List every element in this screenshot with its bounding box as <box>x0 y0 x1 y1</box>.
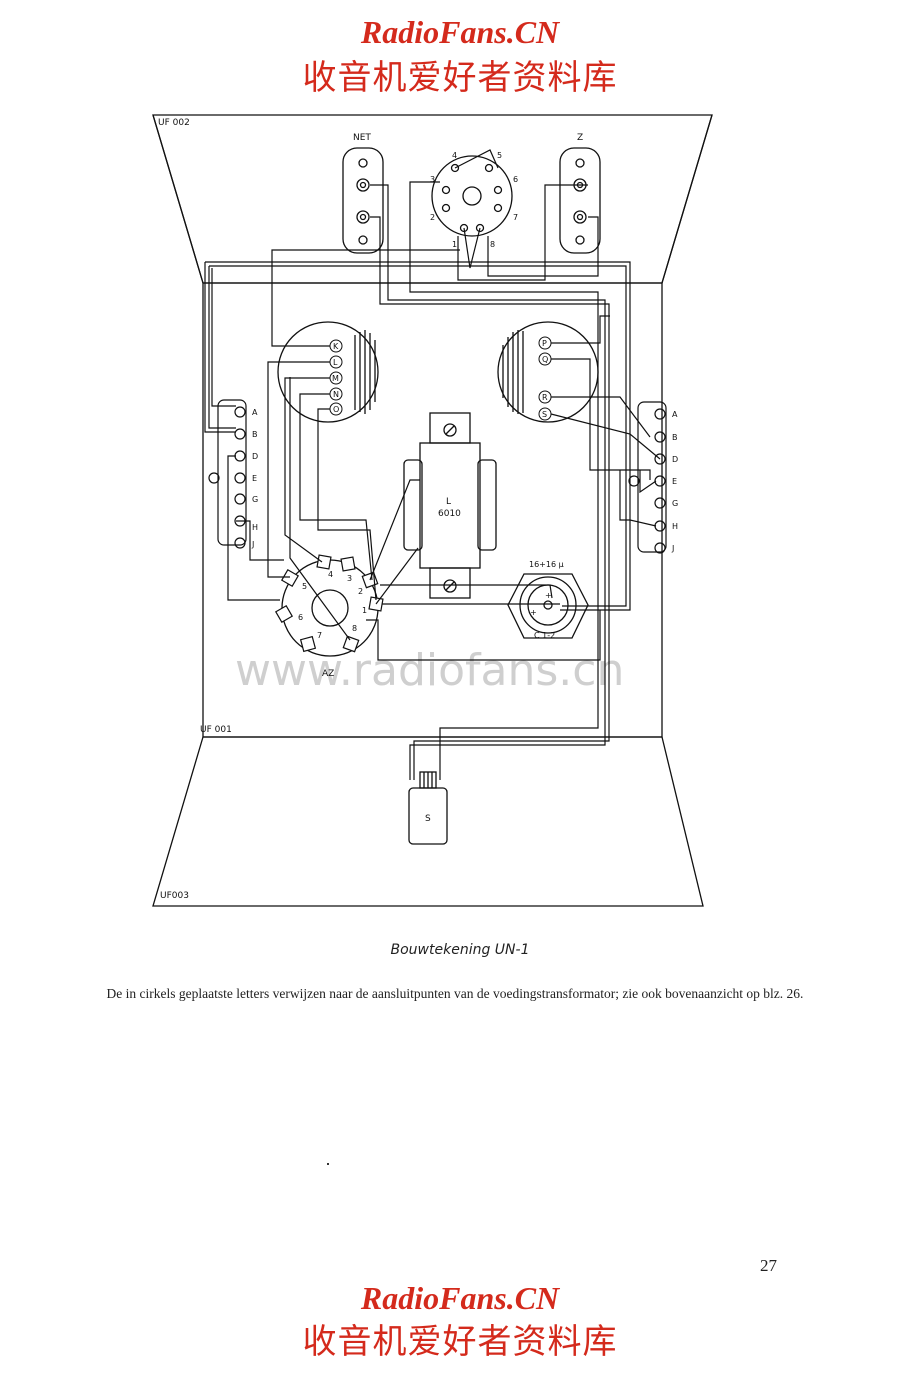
terminal-p: P <box>542 339 547 348</box>
svg-text:8: 8 <box>352 624 357 633</box>
wiring-harness <box>204 149 661 780</box>
svg-text:H: H <box>252 523 258 532</box>
figure-note: De in cirkels geplaatste letters verwijz… <box>106 986 804 1001</box>
svg-text:7: 7 <box>317 631 322 640</box>
svg-text:2: 2 <box>358 587 363 596</box>
svg-text:1: 1 <box>362 606 367 615</box>
site-brand-header: RadioFans.CN <box>360 14 560 50</box>
svg-text:8: 8 <box>490 240 495 249</box>
z-connector <box>559 147 601 254</box>
svg-text:1: 1 <box>452 240 457 249</box>
wiring-diagram: www.radiofans.cn UF 002 UF 001 UF003 NET… <box>152 114 713 907</box>
terminal-strip-right <box>628 401 667 554</box>
svg-text:4: 4 <box>328 570 333 579</box>
svg-text:6: 6 <box>513 175 518 184</box>
terminal-n: N <box>333 390 339 399</box>
capacitor-plus-left: + <box>530 608 537 617</box>
svg-text:G: G <box>672 499 678 508</box>
terminal-m: M <box>332 374 339 383</box>
svg-text:5: 5 <box>302 582 307 591</box>
terminal-r: R <box>542 393 548 402</box>
transformer-terminal-right <box>497 321 599 423</box>
selector-pin-labels: 1 2 3 4 5 6 7 8 <box>430 151 518 249</box>
choke-label: L <box>446 497 451 507</box>
capacitor-label: C 1-2 <box>534 631 555 640</box>
choke-l6010 <box>403 412 497 599</box>
terminal-l: L <box>333 358 338 367</box>
panel-label-uf001: UF 001 <box>200 725 232 735</box>
tube-pin-labels: 1 2 3 4 5 6 7 8 <box>298 570 367 640</box>
svg-text:H: H <box>672 522 678 531</box>
watermark-text: www.radiofans.cn <box>235 645 624 696</box>
svg-text:4: 4 <box>452 151 457 160</box>
capacitor-c1-2 <box>507 573 589 639</box>
right-strip-labels: A B D E G H J <box>671 410 678 553</box>
choke-code: 6010 <box>438 509 461 519</box>
terminal-q: Q <box>542 355 548 364</box>
page-number: 27 <box>760 1256 777 1275</box>
print-speck <box>327 1163 329 1165</box>
net-label: NET <box>353 133 371 143</box>
net-connector <box>342 147 384 254</box>
chassis-bottom-panel <box>152 736 704 907</box>
panel-label-uf002: UF 002 <box>158 118 190 128</box>
svg-text:E: E <box>252 474 257 483</box>
capacitor-plus-top: + <box>545 591 552 600</box>
panel-label-uf003: UF003 <box>160 891 189 901</box>
svg-text:6: 6 <box>298 613 303 622</box>
svg-text:D: D <box>672 455 678 464</box>
svg-text:B: B <box>252 430 258 439</box>
switch-s <box>408 771 448 845</box>
transformer-terminal-left <box>277 321 379 423</box>
switch-label: S <box>425 814 431 824</box>
figure-caption: Bouwtekening UN-1 <box>390 942 530 958</box>
terminal-s: S <box>542 410 547 419</box>
voltage-selector <box>431 155 513 237</box>
site-brand-footer: RadioFans.CN <box>360 1280 560 1316</box>
svg-text:J: J <box>671 544 674 553</box>
svg-text:A: A <box>252 408 258 417</box>
svg-text:D: D <box>252 452 258 461</box>
svg-text:B: B <box>672 433 678 442</box>
terminal-o: O <box>333 405 339 414</box>
svg-text:3: 3 <box>347 574 352 583</box>
svg-text:3: 3 <box>430 175 435 184</box>
svg-text:G: G <box>252 495 258 504</box>
svg-text:E: E <box>672 477 677 486</box>
site-brand-cn-footer: 收音机爱好者资料库 <box>302 1322 618 1362</box>
site-brand-cn-header: 收音机爱好者资料库 <box>302 58 618 98</box>
tube-label: AZ <box>322 669 334 679</box>
capacitor-value: 16+16 μ <box>529 560 564 569</box>
svg-text:7: 7 <box>513 213 518 222</box>
svg-text:2: 2 <box>430 213 435 222</box>
svg-text:J: J <box>251 540 254 549</box>
z-label: Z <box>577 133 583 143</box>
left-strip-labels: A B D E G H J <box>251 408 258 549</box>
terminal-k: K <box>333 342 339 351</box>
svg-text:A: A <box>672 410 678 419</box>
svg-text:5: 5 <box>497 151 502 160</box>
